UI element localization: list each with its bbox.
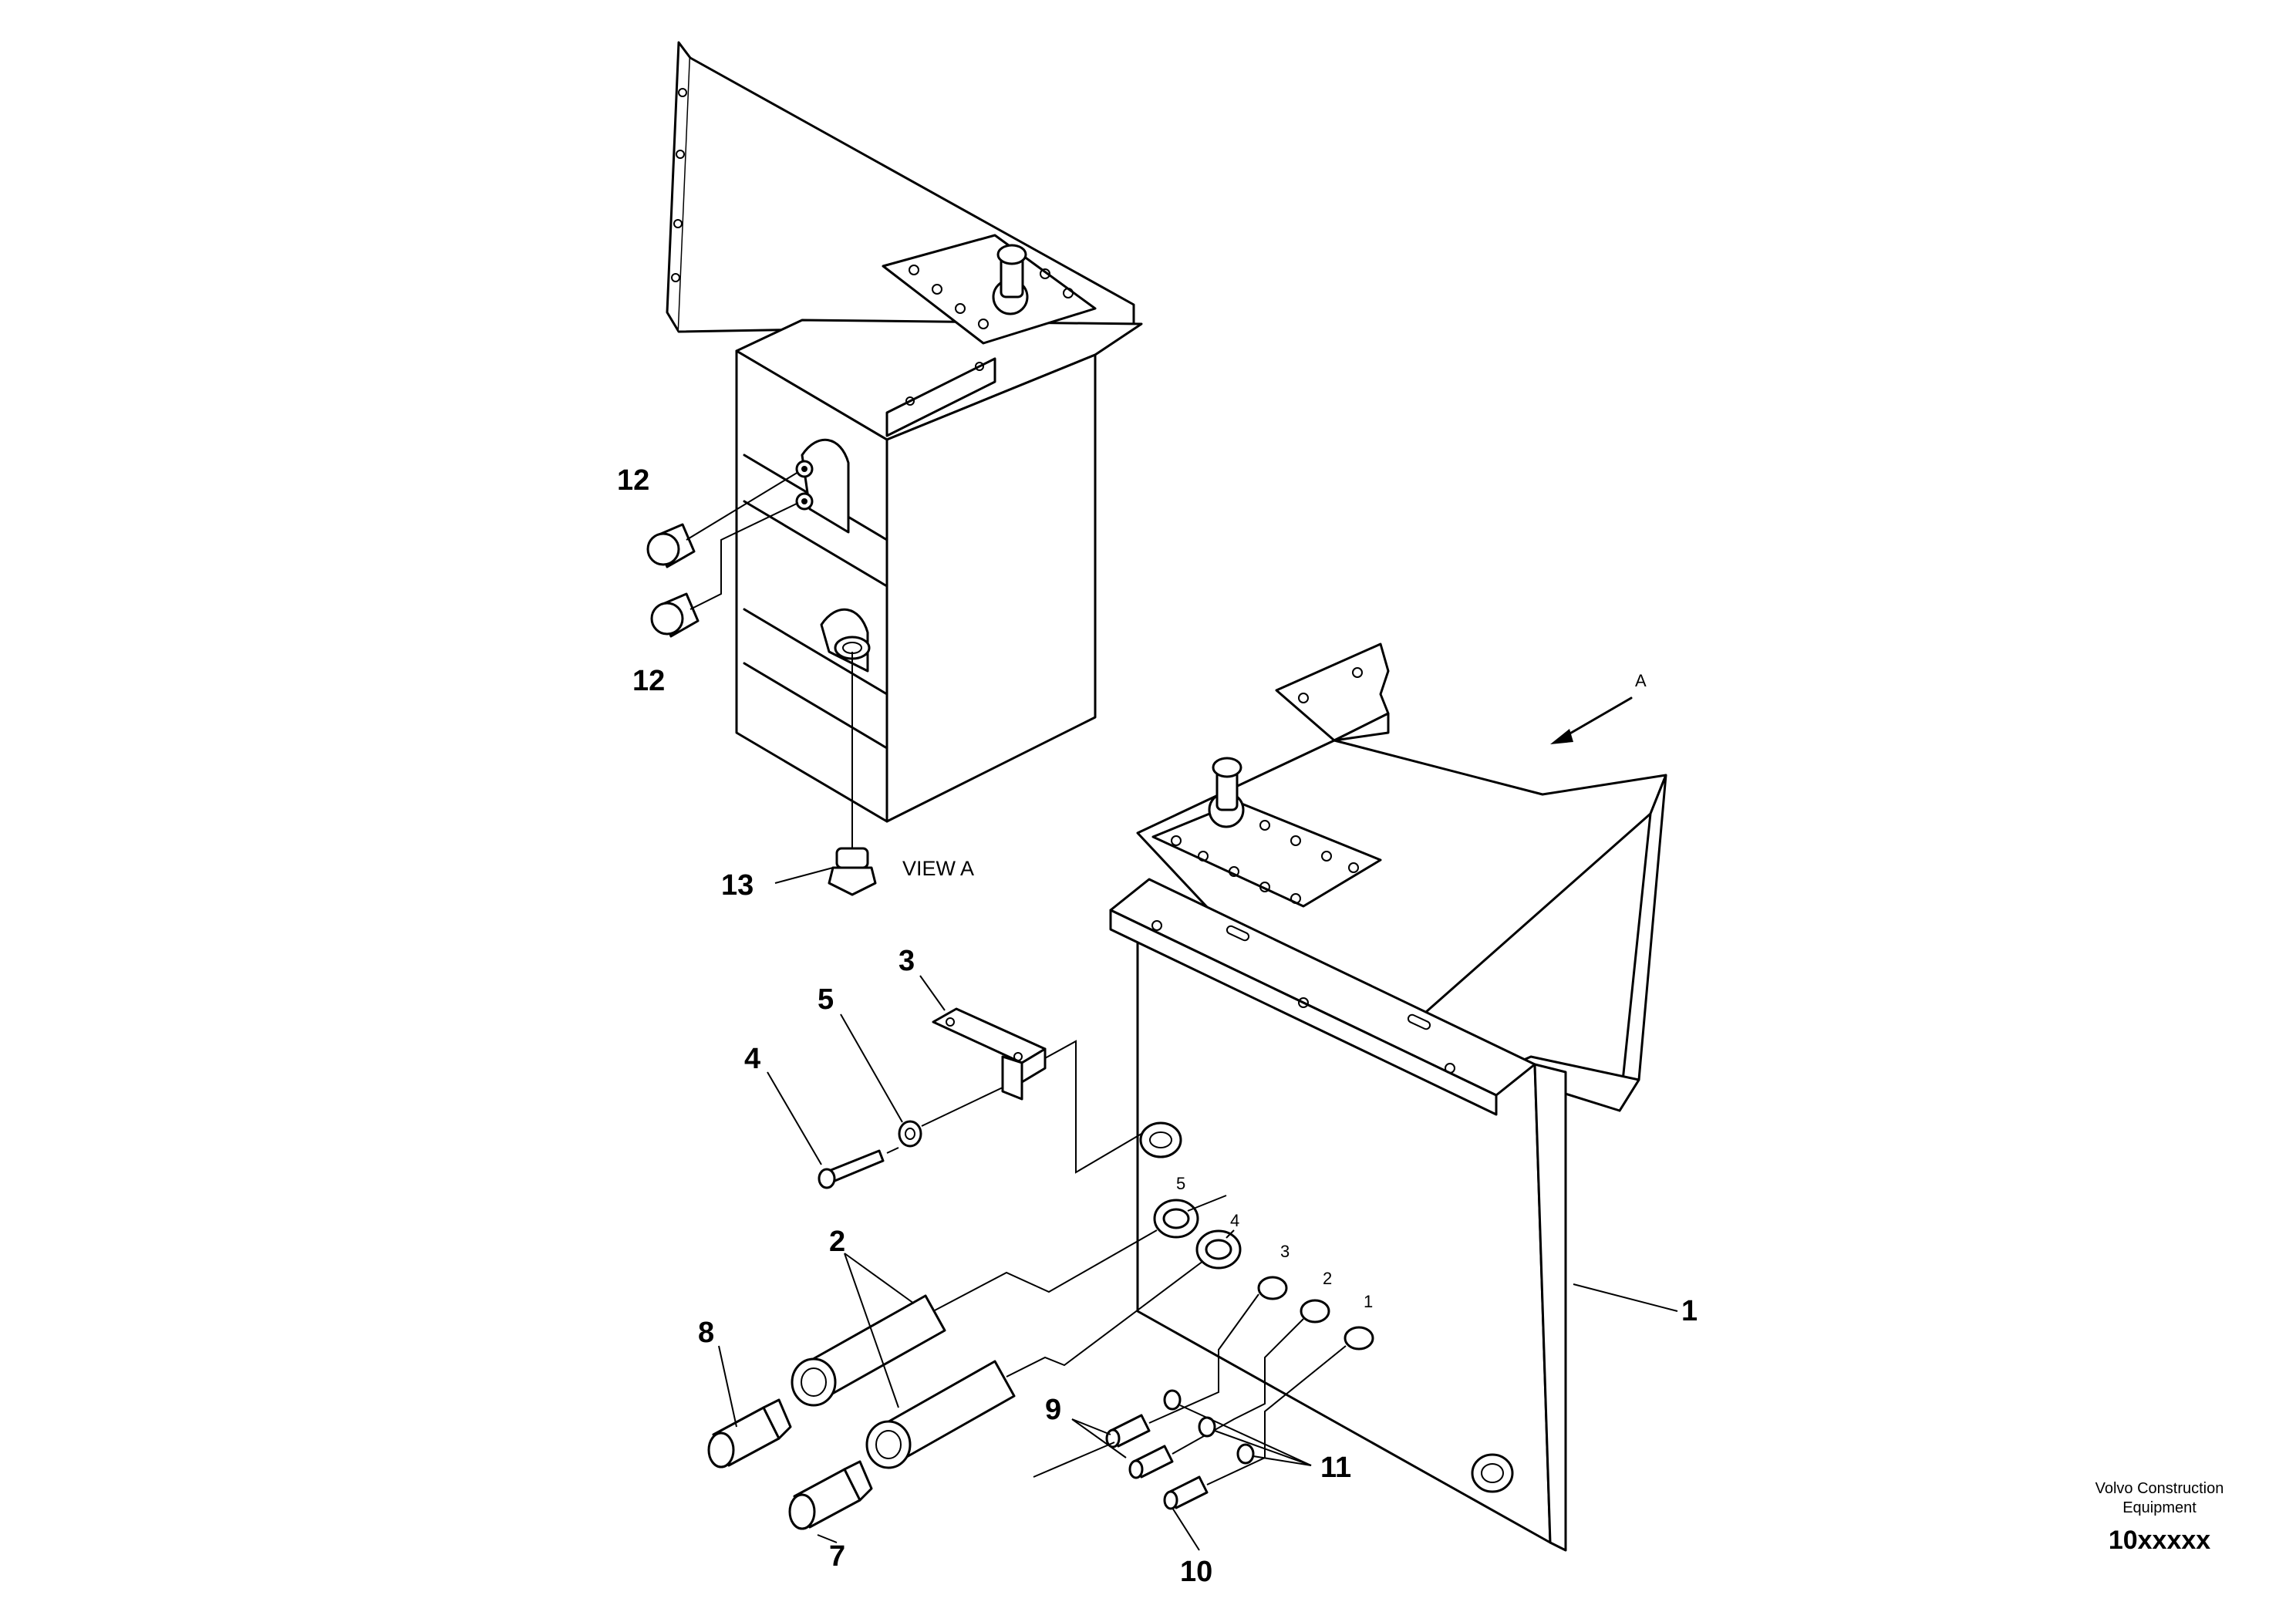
plug-13 — [828, 847, 877, 896]
view-arrow-label: A — [1635, 671, 1647, 690]
port-label-1: 1 — [1364, 1292, 1373, 1311]
callout-13: 13 — [721, 869, 754, 902]
port-2 — [1300, 1299, 1330, 1324]
drawing-code: 10xxxxx — [2109, 1526, 2210, 1555]
callout-4: 4 — [744, 1043, 760, 1075]
plug-12-lower — [650, 502, 799, 638]
main-tank — [1109, 642, 1667, 1552]
callout-1: 1 — [1681, 1295, 1698, 1327]
brand-line-2: Equipment — [2122, 1499, 2197, 1516]
port-3 — [1257, 1276, 1288, 1300]
callout-12-lower: 12 — [632, 665, 665, 697]
view-arrow-a: A — [1550, 671, 1647, 744]
callout-7: 7 — [829, 1540, 845, 1573]
callout-11: 11 — [1320, 1452, 1351, 1484]
callout-2: 2 — [829, 1226, 845, 1258]
drain-boss — [1471, 1453, 1514, 1493]
seal-11 — [1163, 1389, 1255, 1465]
port-4 — [1195, 1229, 1242, 1270]
bolt-4 — [818, 1147, 899, 1189]
port-5 — [1153, 1199, 1199, 1239]
fitting-8 — [707, 1398, 792, 1469]
callout-9: 9 — [1045, 1394, 1061, 1426]
callout-12-upper: 12 — [617, 464, 649, 497]
callout-5: 5 — [818, 983, 834, 1016]
port-label-3: 3 — [1280, 1242, 1290, 1261]
fitting-7 — [788, 1460, 873, 1530]
callout-3: 3 — [899, 945, 915, 977]
plug-12-upper — [646, 471, 799, 568]
fitting-10 — [1163, 1345, 1347, 1510]
port-label-2: 2 — [1323, 1269, 1332, 1288]
washer-5 — [898, 1087, 1003, 1148]
port-1 — [1344, 1326, 1374, 1351]
port-grommet — [1139, 1121, 1182, 1158]
view-a-tank — [666, 41, 1143, 848]
callout-10: 10 — [1180, 1556, 1212, 1588]
filter-2-lower — [865, 1260, 1204, 1469]
brand-line-1: Volvo Construction — [2095, 1480, 2224, 1497]
bracket-3 — [932, 1007, 1142, 1174]
leader-lines — [718, 867, 1678, 1551]
callout-8: 8 — [698, 1317, 714, 1349]
filter-2-upper — [791, 1229, 1158, 1407]
view-a-label: VIEW A — [902, 857, 974, 880]
port-label-5: 5 — [1176, 1174, 1185, 1193]
port-label-4: 4 — [1230, 1211, 1239, 1230]
